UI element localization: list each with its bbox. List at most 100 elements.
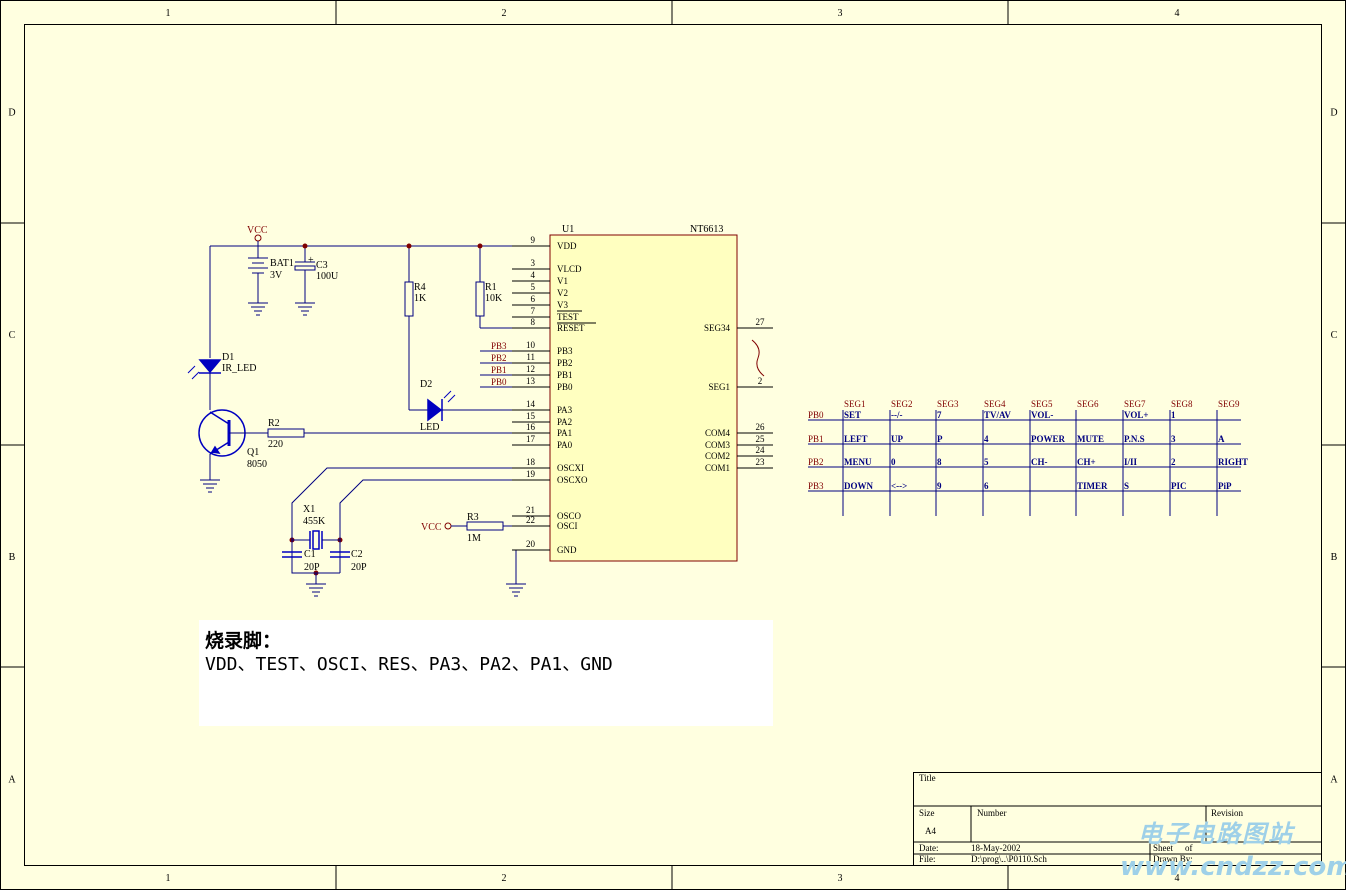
ic-pin-number-left: 10 xyxy=(526,340,536,350)
ic-pin-name-right: COM4 xyxy=(705,428,731,438)
r1-ref: R1 xyxy=(485,282,497,293)
c1-value: 20P xyxy=(304,562,320,573)
matrix-seg-header: SEG4 xyxy=(984,399,1006,409)
matrix-seg-header: SEG8 xyxy=(1171,399,1193,409)
ic-pin-name-left: PB0 xyxy=(557,382,573,392)
vcc-left-label: VCC xyxy=(421,522,442,533)
tb-file-value: D:\prog\..\P0110.Sch xyxy=(971,854,1047,864)
frame-col-label-top: 1 xyxy=(166,8,171,19)
matrix-key-label: 5 xyxy=(984,457,989,467)
matrix-key-label: 2 xyxy=(1171,457,1176,467)
r4-value: 1K xyxy=(414,293,427,304)
frame-row-label-right: C xyxy=(1331,330,1338,341)
matrix-key-label: PiP xyxy=(1218,481,1232,491)
ic-pin-number-left: 22 xyxy=(526,515,535,525)
matrix-key-label: I/II xyxy=(1124,457,1138,467)
matrix-seg-header: SEG9 xyxy=(1218,399,1240,409)
matrix-key-label: <--> xyxy=(891,481,907,491)
pb-net-label: PB3 xyxy=(491,341,507,351)
matrix-key-label: VOL+ xyxy=(1124,410,1148,420)
ic-pin-number-left: 19 xyxy=(526,469,536,479)
title-block xyxy=(913,772,1322,866)
frame-row-label-right: B xyxy=(1331,552,1338,563)
ic-pin-name-right: SEG34 xyxy=(704,323,731,333)
matrix-key-label: UP xyxy=(891,434,903,444)
ic-part: NT6613 xyxy=(690,224,723,235)
d1-ref: D1 xyxy=(222,352,234,363)
burn-pins-note-box xyxy=(199,620,773,726)
crystal-section xyxy=(282,467,550,584)
matrix-key-label: 9 xyxy=(937,481,942,491)
resistor-r2 xyxy=(267,428,550,438)
bat1-ref: BAT1 xyxy=(270,258,294,269)
led-d2 xyxy=(427,390,550,422)
matrix-key-label: LEFT xyxy=(844,434,868,444)
frame-row-label-left: C xyxy=(9,330,16,341)
ic-pin-number-left: 7 xyxy=(531,306,536,316)
matrix-key-label: 0 xyxy=(891,457,896,467)
ic-pin-number-left: 11 xyxy=(526,352,535,362)
ic-pin-number-left: 13 xyxy=(526,376,536,386)
matrix-key-label: TIMER xyxy=(1077,481,1108,491)
matrix-key-label: 3 xyxy=(1171,434,1176,444)
ic-pin-number-right: 24 xyxy=(756,445,766,455)
seg-range-squiggle xyxy=(751,339,765,377)
frame-row-label-left: B xyxy=(9,552,16,563)
matrix-key-label: CH- xyxy=(1031,457,1048,467)
component-labels: VCC VCC BAT1 3V C3 + 100U R4 1K R1 10K D… xyxy=(222,224,723,573)
ic-pin-name-right: SEG1 xyxy=(708,382,730,392)
matrix-seg-header: SEG7 xyxy=(1124,399,1146,409)
ic-pin-name-left: PA0 xyxy=(557,440,573,450)
ic-left-pins: 9VDD3VLCD4V15V26V37TEST8RESET10PB311PB21… xyxy=(491,235,588,555)
q1-value: 8050 xyxy=(247,459,267,470)
watermark-cn: 电子电路图站 xyxy=(1138,819,1294,848)
matrix-pb-label: PB1 xyxy=(808,434,824,444)
ic-pin-number-left: 4 xyxy=(531,270,536,280)
r1-value: 10K xyxy=(485,293,503,304)
matrix-key-label: DOWN xyxy=(844,481,874,491)
ic-pin-number-left: 8 xyxy=(531,317,536,327)
burn-pins-title: 烧录脚： xyxy=(205,630,282,652)
matrix-key-label: 8 xyxy=(937,457,942,467)
ic-pin-name-left: PB1 xyxy=(557,370,573,380)
ic-pin-name-left: TEST xyxy=(557,312,579,322)
r2-ref: R2 xyxy=(268,418,280,429)
tb-date-label: Date: xyxy=(919,843,939,853)
ic-pin-name-left: PB3 xyxy=(557,346,573,356)
tb-number-label: Number xyxy=(977,808,1007,818)
pb-net-label: PB0 xyxy=(491,377,507,387)
frame-row-label-right: A xyxy=(1330,775,1338,786)
matrix-seg-header: SEG2 xyxy=(891,399,913,409)
ic-pin-name-left: OSCI xyxy=(557,521,578,531)
ic-pin-number-left: 5 xyxy=(531,282,536,292)
ic-pin-number-left: 21 xyxy=(526,505,535,515)
matrix-seg-header: SEG3 xyxy=(937,399,959,409)
matrix-key-label: MENU xyxy=(844,457,872,467)
title-block-text: Title Size A4 Number Revision Date: 18-M… xyxy=(919,773,1244,864)
ic-pin-number-right: 2 xyxy=(758,376,763,386)
c1-ref: C1 xyxy=(304,549,316,560)
ic-pin-name-left: V2 xyxy=(557,288,568,298)
d2-value: LED xyxy=(420,422,439,433)
ic-pin-name-left: V1 xyxy=(557,276,568,286)
ic-pin-number-left: 6 xyxy=(531,294,536,304)
ic-pin-number-left: 9 xyxy=(531,235,536,245)
ic-pin-name-left: PB2 xyxy=(557,358,573,368)
ground-symbols xyxy=(200,302,526,597)
ic-pin-name-left: PA3 xyxy=(557,405,573,415)
ic-pin-name-left: OSCO xyxy=(557,511,582,521)
ic-pin-name-left: OSCXO xyxy=(557,475,588,485)
watermark-url: www.cndzz.com xyxy=(1120,852,1346,882)
matrix-key-label: VOL- xyxy=(1031,410,1053,420)
vcc-top-label: VCC xyxy=(247,225,268,236)
ic-pin-number-right: 27 xyxy=(756,317,766,327)
c2-value: 20P xyxy=(351,562,367,573)
tb-size-label: Size xyxy=(919,808,935,818)
frame-col-label-bottom: 3 xyxy=(838,873,843,884)
frame-row-label-left: D xyxy=(8,108,15,119)
burn-pins-list: VDD、TEST、OSCI、RES、PA3、PA2、PA1、GND xyxy=(205,654,613,675)
